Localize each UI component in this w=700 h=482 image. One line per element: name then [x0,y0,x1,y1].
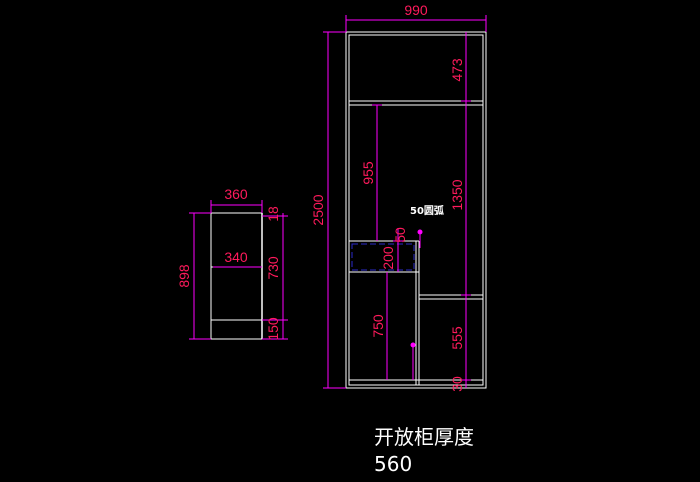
label-990: 990 [404,2,428,18]
arc-leader-dot [417,229,423,235]
right-cabinet [345,31,487,389]
label-340: 340 [224,249,248,265]
label-200: 200 [380,246,396,270]
glass-panel [351,243,415,271]
label-1350: 1350 [449,179,465,210]
label-898: 898 [176,264,192,288]
left-cabinet-labels: 360 340 898 18 730 150 [176,186,281,341]
label-360: 360 [224,186,248,202]
right-cabinet-labels: 990 2500 473 1350 555 30 955 50 200 750 [310,2,465,392]
label-750: 750 [370,314,386,338]
label-30: 30 [449,376,465,392]
label-730: 730 [265,256,281,280]
label-2500: 2500 [310,194,326,225]
arc-note: 50圆弧 [410,204,444,217]
left-cabinet [210,212,263,340]
caption-value: 560 [374,452,412,476]
label-150: 150 [265,317,281,341]
lower-leader-dot [410,342,416,348]
label-50: 50 [392,227,408,243]
label-473: 473 [449,58,465,82]
label-555: 555 [449,326,465,350]
right-cabinet-dimensions [323,15,487,389]
left-cabinet-dimensions [189,200,288,340]
right-cabinet-outer [345,31,487,389]
label-18: 18 [265,206,281,222]
caption-title: 开放柜厚度 [374,425,474,449]
label-955: 955 [360,161,376,185]
